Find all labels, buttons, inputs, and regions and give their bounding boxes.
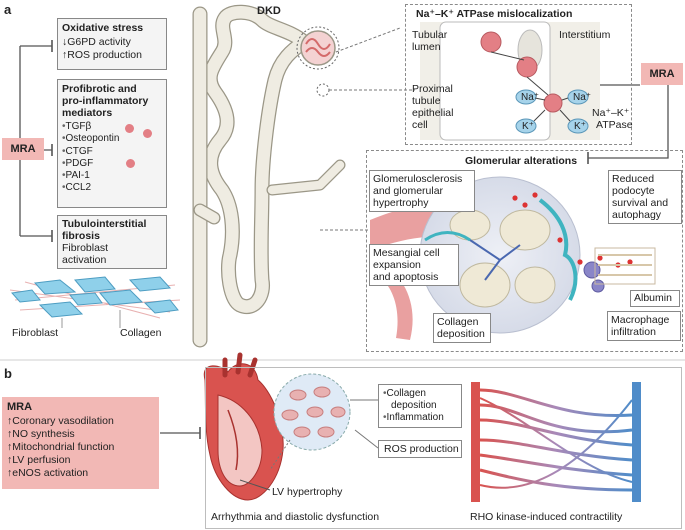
podocyte-box: Reduced podocyte survival and autophagy — [608, 170, 682, 224]
ros-item: ↑ROS production — [62, 49, 142, 61]
tubulointerstitial-box: Tubulointerstitial fibrosis Fibroblast a… — [57, 215, 167, 269]
collagen-label: Collagen — [120, 327, 162, 339]
profibrotic-title-2: pro-inflammatory — [62, 95, 149, 107]
na-label-1: Na⁺ — [521, 92, 540, 103]
vessel-network — [471, 382, 641, 502]
collagen-inflammation-callout: Collagen deposition Inflammation — [378, 384, 462, 428]
mra-badge-a-left: MRA — [2, 138, 44, 160]
sclerosis-3: hypertrophy — [373, 197, 429, 209]
proximal-4: cell — [412, 119, 428, 131]
mesangial-2: expansion — [373, 259, 421, 271]
fibroblast-illustration — [9, 276, 181, 328]
na-label-2: Na⁺ — [573, 92, 592, 103]
mra-effect-item: ↑Mitochondrial function — [7, 441, 115, 453]
dkd-label: DKD — [257, 5, 281, 17]
ros-production-label: ROS production — [384, 443, 459, 455]
cardiac-panel-frame — [205, 367, 682, 529]
podocyte-1: Reduced — [612, 173, 655, 185]
tubulo-item-1: Fibroblast — [62, 242, 109, 254]
macrophage-2: infiltration — [611, 326, 656, 338]
mediator-item: CTGF — [62, 146, 119, 158]
na-ion-2 — [567, 89, 589, 105]
callout-item: Collagen — [383, 388, 426, 400]
interstitium-label: Interstitium — [559, 29, 611, 41]
sclerosis-box: Glomerulosclerosis and glomerular hypert… — [369, 170, 475, 212]
podocyte-3: survival and — [612, 197, 669, 209]
tubular-lumen-2: lumen — [412, 41, 441, 53]
albumin-box: Albumin — [630, 290, 680, 307]
atpase-label-1: Na⁺–K⁺ — [592, 107, 630, 119]
callout-item-2: deposition — [391, 400, 437, 411]
tubulo-title-1: Tubulointerstitial — [62, 218, 147, 230]
collagen-dep-1: Collagen — [437, 316, 479, 328]
atpase-label-2: ATPase — [596, 119, 633, 131]
mra-effect-item: ↑eNOS activation — [7, 467, 89, 479]
mediator-cell-icon — [143, 129, 152, 138]
podocyte-4: autophagy — [612, 209, 662, 221]
tubular-lumen-1: Tubular — [412, 29, 448, 41]
profibrotic-title-3: mediators — [62, 107, 113, 119]
glomerulus-illustration — [370, 176, 656, 340]
lv-hypertrophy-label: LV hypertrophy — [272, 486, 343, 498]
mesangial-3: and apoptosis — [373, 271, 439, 283]
macrophage-box: Macrophage infiltration — [607, 311, 681, 341]
k-label-2: K⁺ — [574, 121, 586, 132]
natpase-box: Na⁺–K⁺ ATPase mislocalization Tubular lu… — [405, 4, 633, 145]
callout-item: Inflammation — [383, 412, 444, 424]
tubulo-title-2: fibrosis — [62, 230, 100, 242]
sclerosis-1: Glomerulosclerosis — [373, 173, 463, 185]
panel-b-label: b — [4, 366, 12, 381]
proximal-3: epithelial — [412, 107, 454, 119]
proximal-1: Proximal — [412, 83, 453, 95]
na-ion-1 — [515, 89, 537, 105]
mra-badge-a-right: MRA — [641, 63, 683, 85]
g6pd-item: ↓G6PD activity — [62, 36, 131, 48]
mesangial-box: Mesangial cell expansion and apoptosis — [369, 244, 459, 286]
arrhythmia-label: Arrhythmia and diastolic dysfunction — [211, 511, 380, 523]
nephron-tubule-marker — [316, 83, 330, 97]
nephron-tubule — [192, 4, 346, 348]
fibroblast-label: Fibroblast — [12, 327, 59, 339]
mesangial-1: Mesangial cell — [373, 247, 440, 259]
proximal-2: tubule — [412, 95, 441, 107]
callout-list-2: Inflammation — [383, 412, 444, 424]
nephron-glomerulus — [300, 30, 336, 66]
natpase-title: Na⁺–K⁺ ATPase mislocalization — [416, 8, 573, 20]
mra-effect-item: ↑LV perfusion — [7, 454, 71, 466]
mediator-list: TGFβ Osteopontin CTGF PDGF PAI-1 CCL2 — [62, 121, 120, 195]
tubulo-item-2: activation — [62, 254, 107, 266]
mediator-item: Osteopontin — [62, 133, 120, 145]
k-ion-2 — [567, 118, 589, 134]
profibrotic-box: Profibrotic and pro-inflammatory mediato… — [57, 79, 167, 208]
atpase-pump — [543, 93, 563, 113]
glomerular-box: Glomerular alterations — [366, 150, 683, 352]
mediator-cell-icon — [125, 124, 134, 133]
mra-effects-box: MRA ↑Coronary vasodilation ↑NO synthesis… — [2, 397, 159, 489]
callout-list: Collagen — [383, 388, 426, 400]
mediator-item: PAI-1 — [62, 170, 119, 182]
oxidative-stress-title: Oxidative stress — [62, 22, 144, 34]
mediator-item: CCL2 — [62, 182, 119, 194]
collagen-dep-2: deposition — [437, 328, 485, 340]
k-ion-1 — [515, 118, 537, 134]
podocyte-2: podocyte — [612, 185, 655, 197]
mra-effect-item: ↑NO synthesis — [7, 428, 75, 440]
sclerosis-2: and glomerular — [373, 185, 444, 197]
collagen-dep-box: Collagen deposition — [433, 313, 491, 343]
mra-effects-title: MRA — [7, 401, 33, 413]
mediator-cell-icon — [126, 159, 135, 168]
panel-a-label: a — [4, 2, 12, 17]
mra-effect-item: ↑Coronary vasodilation — [7, 415, 114, 427]
albumin-label: Albumin — [634, 292, 672, 304]
profibrotic-title-1: Profibrotic and — [62, 83, 137, 95]
mediator-item: PDGF — [62, 158, 119, 170]
mediator-item: TGFβ — [62, 121, 119, 133]
rho-kinase-label: RHO kinase-induced contractility — [470, 511, 623, 523]
k-label-1: K⁺ — [522, 121, 534, 132]
oxidative-stress-box: Oxidative stress ↓G6PD activity ↑ROS pro… — [57, 18, 167, 70]
ros-production-box: ROS production — [378, 440, 462, 458]
macrophage-1: Macrophage — [611, 314, 670, 326]
glomerular-title: Glomerular alterations — [465, 155, 578, 167]
